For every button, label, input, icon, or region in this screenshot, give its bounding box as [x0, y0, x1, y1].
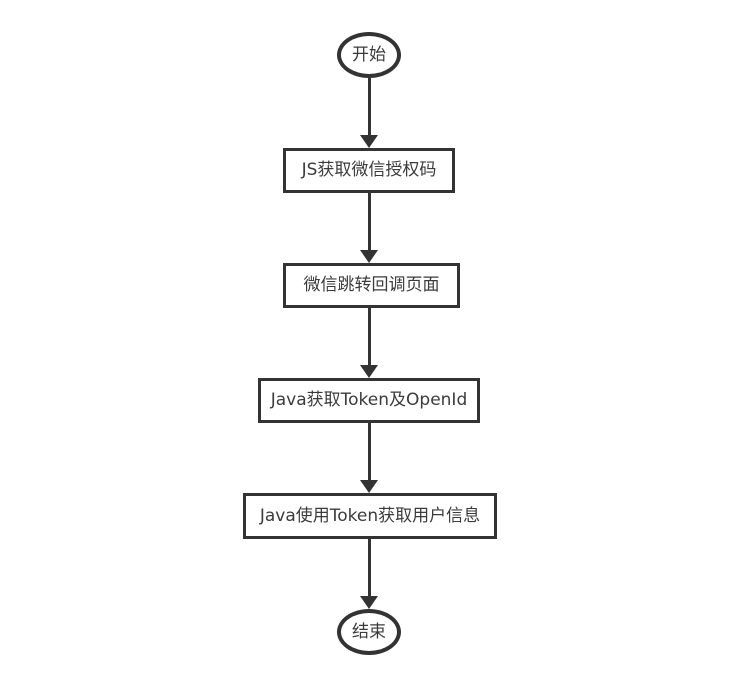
arrow-line — [367, 193, 371, 251]
arrow-line — [367, 423, 371, 481]
arrow-step4-to-end — [360, 539, 378, 609]
arrow-step1-to-step2 — [360, 193, 378, 263]
node-java-use-token-get-userinfo: Java使用Token获取用户信息 — [243, 493, 497, 539]
node-java-get-token-and-openid-label: Java获取Token及OpenId — [270, 390, 468, 410]
arrow-step2-to-step3 — [360, 308, 378, 378]
arrow-down-icon — [360, 596, 378, 609]
node-js-get-wechat-auth-code-label: JS获取微信授权码 — [301, 160, 437, 180]
node-wechat-redirect-callback-page-label: 微信跳转回调页面 — [303, 275, 440, 295]
node-start-label: 开始 — [352, 44, 386, 65]
arrow-down-icon — [360, 365, 378, 378]
arrow-down-icon — [360, 135, 378, 148]
node-js-get-wechat-auth-code: JS获取微信授权码 — [283, 148, 455, 193]
arrow-line — [367, 308, 371, 366]
arrow-down-icon — [360, 250, 378, 263]
arrow-down-icon — [360, 480, 378, 493]
node-wechat-redirect-callback-page: 微信跳转回调页面 — [283, 263, 460, 308]
node-java-use-token-get-userinfo-label: Java使用Token获取用户信息 — [259, 505, 481, 526]
arrow-start-to-step1 — [360, 78, 378, 148]
node-end-label: 结束 — [352, 621, 386, 642]
node-java-get-token-and-openid: Java获取Token及OpenId — [258, 378, 480, 423]
node-end: 结束 — [337, 609, 401, 655]
arrow-line — [367, 78, 371, 136]
arrow-line — [367, 539, 371, 597]
arrow-step3-to-step4 — [360, 423, 378, 493]
node-start: 开始 — [337, 32, 401, 78]
